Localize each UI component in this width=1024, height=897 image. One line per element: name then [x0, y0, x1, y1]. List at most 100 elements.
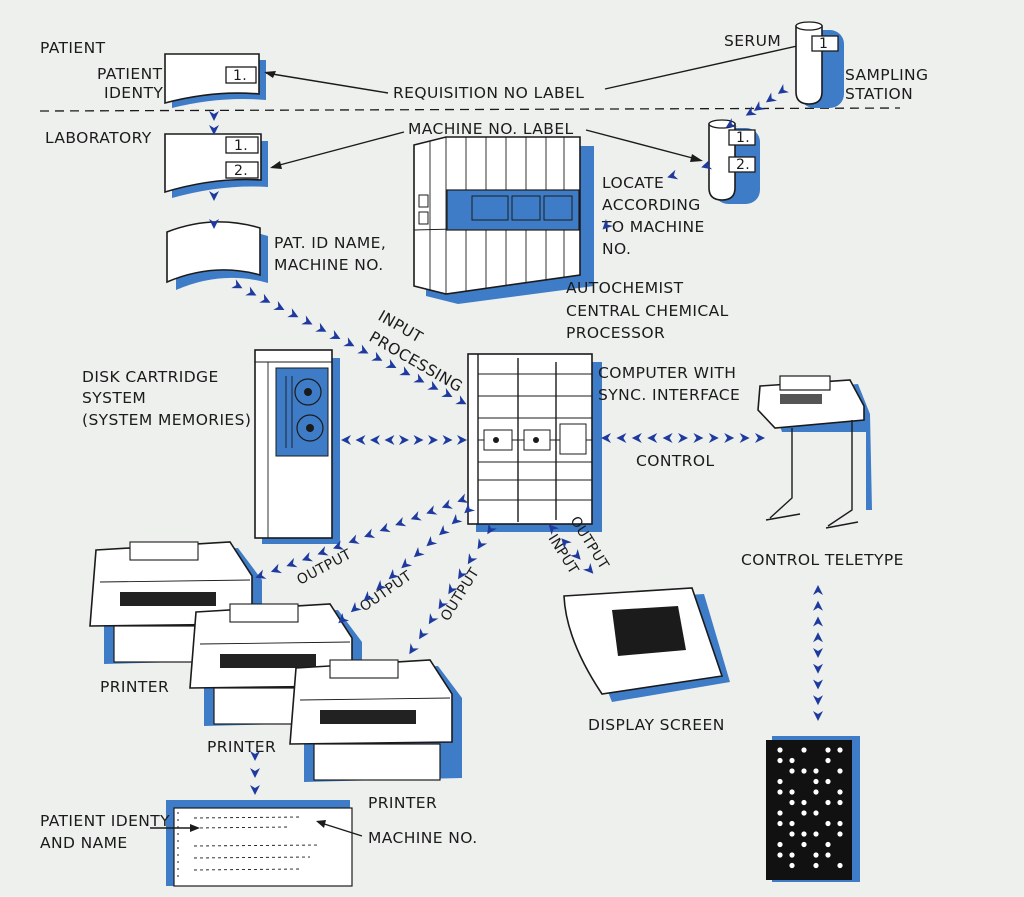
punch-hole — [777, 810, 783, 816]
section-patient: PATIENT — [40, 39, 106, 57]
flow-arrow-teletype-card — [813, 632, 823, 643]
punch-hole — [789, 831, 795, 837]
flow-arrow-computer-teletype — [662, 433, 673, 443]
autochemist-line1: AUTOCHEMIST — [566, 279, 684, 297]
flow-arrow-input-processing — [399, 366, 411, 376]
flow-arrow-computer-teletype — [678, 433, 688, 443]
flow-arrow-output-printer-1 — [255, 569, 267, 579]
flow-arrow-computer-teletype — [631, 433, 642, 443]
lab-tag-2: 2. — [234, 163, 248, 179]
flow-arrow-computer-teletype — [708, 433, 719, 443]
punch-hole — [801, 768, 807, 774]
flow-arrow-computer-teletype — [601, 433, 611, 443]
flow-arrow-input-processing — [231, 279, 243, 289]
flow-arrow-output-printer-2 — [338, 612, 350, 624]
flow-arrow-computer-teletype — [755, 433, 765, 443]
flow-arrow-output-printer-2 — [388, 568, 400, 580]
printout-sheet — [166, 800, 353, 887]
punch-hole — [789, 799, 795, 806]
flow-arrow-lab-tape — [209, 219, 219, 229]
pat-id-line1: PAT. ID NAME, — [274, 234, 386, 252]
flow-arrow-input-processing — [371, 351, 383, 361]
machine-label-arrowhead-right — [690, 154, 703, 162]
lab-sample-tube: 1. 2. — [708, 119, 760, 204]
display-screen-label: DISPLAY SCREEN — [588, 716, 725, 734]
flow-arrow-display — [548, 524, 560, 536]
machine-no-arrowhead — [316, 820, 326, 828]
punch-hole — [777, 778, 783, 785]
flow-arrow-display — [561, 538, 572, 550]
flow-arrow-computer-teletype — [739, 433, 750, 443]
requisition-pointer-right — [604, 41, 816, 90]
lab-tag-1: 1. — [234, 138, 248, 154]
flow-arrow-output-printer-1 — [286, 557, 298, 568]
flow-arrow-serum-down — [765, 92, 777, 103]
machine-no-printout-label: MACHINE NO. — [368, 829, 478, 847]
computer-unit — [467, 353, 602, 532]
flow-arrow-teletype-card — [813, 663, 823, 674]
machine-label-pointer-right — [585, 129, 701, 161]
flow-arrow-input-processing — [245, 286, 257, 296]
serum-label: SERUM — [724, 32, 781, 50]
flow-arrow-printer-printout — [250, 751, 260, 761]
punch-hole — [825, 799, 831, 806]
flow-arrow-display — [570, 548, 581, 560]
punch-hole — [837, 820, 843, 827]
flow-arrow-output-printer-1 — [441, 499, 453, 509]
punch-hole — [813, 862, 819, 869]
autochemist-line3: PROCESSOR — [566, 324, 665, 342]
patient-identy-arrowhead — [190, 824, 200, 832]
lab-tube-tag-2: 2. — [736, 157, 750, 173]
flow-arrow-printer-printout — [250, 768, 260, 778]
flow-arrow-display — [582, 562, 594, 574]
patient-identy-label-line1: PATIENT — [97, 65, 163, 83]
serum-tube: 1 — [795, 21, 844, 108]
punch-hole — [837, 789, 843, 795]
flow-arrow-computer-teletype — [693, 433, 704, 443]
flow-arrow-input-processing — [343, 337, 355, 347]
punch-hole — [789, 862, 795, 869]
flow-arrow-input-processing — [385, 359, 397, 369]
flow-arrow-disk-computer — [341, 435, 351, 445]
flow-arrow-teletype-card — [813, 679, 823, 690]
patient-identy-label-line2: IDENTY — [104, 84, 163, 102]
flow-arrow-input-processing — [273, 301, 285, 311]
flow-arrow-disk-computer — [457, 435, 467, 445]
flow-arrow-input-processing — [287, 308, 299, 318]
punch-hole — [777, 852, 783, 858]
printer-3 — [289, 659, 462, 782]
locate-line3: TO MACHINE — [601, 218, 705, 236]
input-label-display: INPUT — [545, 532, 582, 578]
disk-cartridge-unit — [254, 349, 340, 544]
pat-id-line2: MACHINE NO. — [274, 256, 384, 274]
flow-arrow-serum-tube — [725, 118, 737, 128]
flow-arrow-serum-tube — [745, 106, 757, 116]
flow-arrow-lab-tape — [209, 191, 219, 201]
flow-arrow-output-printer-2 — [363, 590, 375, 602]
flow-arrow-disk-computer — [442, 435, 453, 445]
punch-hole — [789, 789, 795, 795]
output-label-2: OUTPUT — [357, 568, 415, 615]
flow-arrow-output-printer-1 — [426, 505, 438, 515]
punch-hole — [837, 768, 843, 774]
punch-hole — [789, 768, 795, 774]
flow-arrow-output-printer-2 — [413, 546, 425, 558]
flow-arrow-output-printer-3 — [458, 568, 468, 580]
laboratory-label-card: 1. 2. — [164, 133, 268, 198]
punch-hole — [801, 799, 807, 806]
flow-arrow-input-processing — [357, 344, 369, 354]
punch-hole — [825, 747, 831, 753]
display-screen — [563, 587, 730, 702]
lab-tube-tag-1: 1. — [736, 130, 750, 146]
flow-arrow-output-printer-1 — [379, 522, 391, 533]
flow-arrow-teletype-card — [813, 600, 823, 611]
requisition-tag-number: 1. — [233, 68, 247, 84]
flow-arrow-input-processing — [427, 380, 439, 390]
flow-arrow-output-printer-2 — [376, 579, 387, 591]
punch-hole — [801, 747, 807, 753]
machine-label-pointer-left — [271, 131, 405, 168]
punch-hole — [825, 841, 831, 848]
flow-arrow-locate — [667, 169, 679, 180]
punch-hole — [789, 852, 795, 858]
